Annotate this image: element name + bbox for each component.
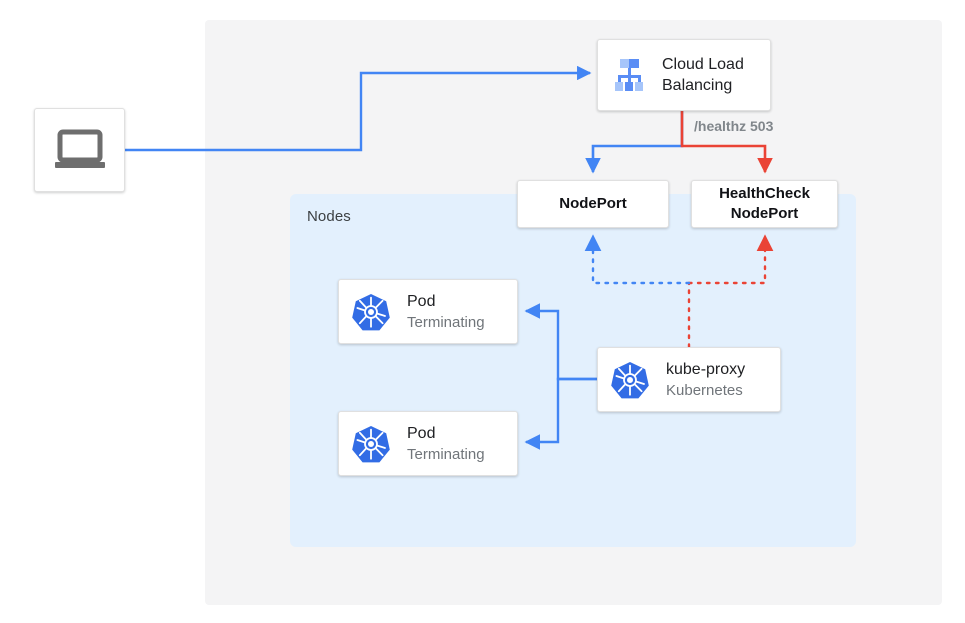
pod-title: Pod	[407, 292, 436, 310]
nodeport-card[interactable]: NodePort	[517, 180, 669, 228]
healthz-status-label: /healthz 503	[694, 118, 774, 134]
healthcheck-nodeport-label-line-1: HealthCheck	[719, 185, 810, 202]
pod-title: Pod	[407, 424, 436, 442]
kubernetes-icon	[351, 424, 391, 464]
kube-proxy-subtitle: Kubernetes	[666, 381, 743, 399]
cloud-load-balancing-title-line-2: Balancing	[662, 77, 733, 94]
healthcheck-nodeport-label-line-2: NodePort	[730, 205, 799, 222]
kubernetes-icon	[351, 292, 391, 332]
client-card[interactable]	[34, 108, 125, 192]
laptop-icon	[53, 129, 107, 171]
kube-proxy-card[interactable]: kube-proxy Kubernetes	[597, 347, 781, 412]
pod-card[interactable]: Pod Terminating	[338, 411, 518, 476]
kubernetes-icon	[610, 360, 650, 400]
pod-status: Terminating	[407, 313, 485, 331]
nodeport-label: NodePort	[559, 195, 627, 212]
pod-status: Terminating	[407, 445, 485, 463]
pod-card[interactable]: Pod Terminating	[338, 279, 518, 344]
cloud-load-balancing-title-line-1: Cloud Load	[662, 56, 744, 73]
healthcheck-nodeport-card[interactable]: HealthCheck NodePort	[691, 180, 838, 228]
nodes-panel-label: Nodes	[307, 208, 351, 225]
cloud-load-balancing-icon	[608, 54, 650, 96]
cloud-load-balancing-card[interactable]: Cloud Load Balancing	[597, 39, 771, 111]
kube-proxy-title: kube-proxy	[666, 360, 746, 378]
